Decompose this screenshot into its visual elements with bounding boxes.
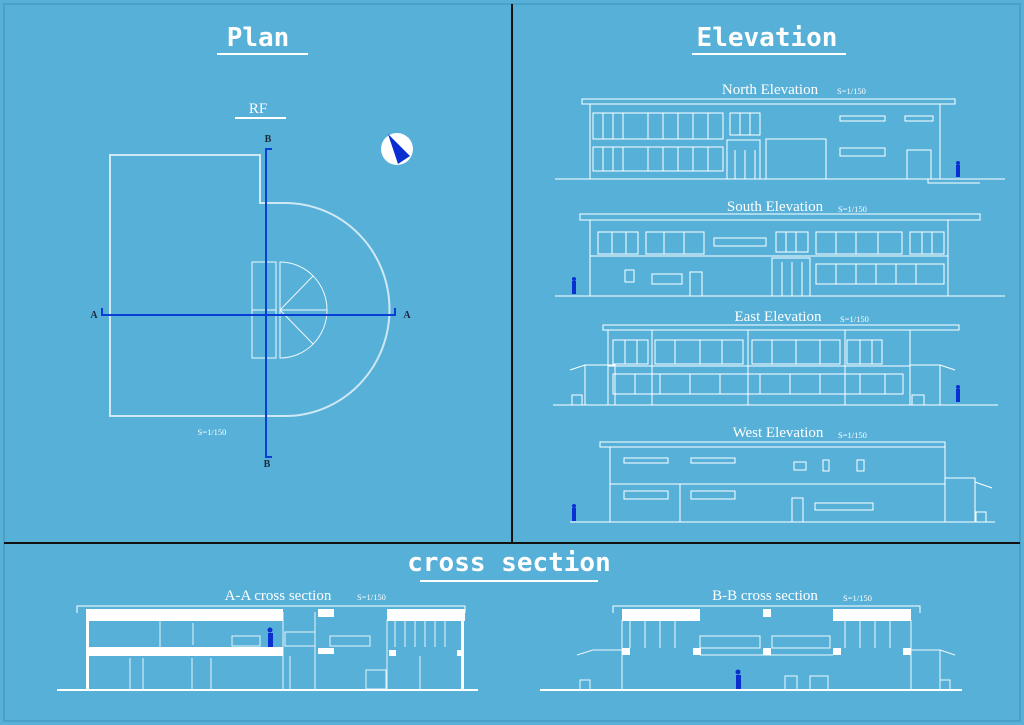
section-name: A-A cross section — [225, 588, 332, 604]
section-marker-b-top: B — [265, 134, 272, 145]
elevation-name: West Elevation — [733, 425, 824, 441]
human-figure-icon — [956, 161, 960, 177]
north-arrow-compass-icon — [381, 133, 413, 165]
human-figure-icon — [735, 669, 741, 689]
elevation-scale: S=1/150 — [838, 204, 867, 214]
elevation-name: North Elevation — [722, 82, 819, 98]
section-marker-a-right: A — [403, 310, 411, 321]
human-figure-icon — [572, 277, 576, 294]
cross-section-panel: cross section A-A cross section S=1/150 — [57, 548, 962, 691]
cross-section-title: cross section — [407, 548, 611, 578]
plan-scale: S=1/150 — [198, 427, 227, 437]
section-line-a — [101, 308, 396, 316]
plan-panel: Plan RF A A B B S=1/150 — [90, 23, 413, 470]
elevation-scale: S=1/150 — [838, 430, 867, 440]
plan-title: Plan — [227, 23, 290, 53]
east-elevation: East Elevation S=1/150 — [553, 309, 998, 406]
floor-label: RF — [249, 101, 267, 117]
elevation-name: South Elevation — [727, 199, 824, 215]
roof-outline — [109, 154, 391, 417]
elevation-panel: Elevation North Elevation S=1/150 — [553, 23, 1005, 523]
west-elevation: West Elevation S=1/150 — [570, 425, 995, 523]
a-a-cross-section: A-A cross section S=1/150 — [57, 588, 478, 691]
south-elevation: South Elevation S=1/150 — [555, 199, 1005, 297]
section-line-b — [265, 148, 272, 458]
human-figure-icon — [572, 504, 576, 521]
elevation-name: East Elevation — [734, 309, 822, 325]
elevation-scale: S=1/150 — [837, 86, 866, 96]
human-figure-icon — [267, 627, 273, 647]
section-scale: S=1/150 — [843, 593, 872, 603]
human-figure-icon — [956, 385, 960, 402]
section-scale: S=1/150 — [357, 592, 386, 602]
section-name: B-B cross section — [712, 588, 818, 604]
section-marker-a-left: A — [90, 310, 98, 321]
section-marker-b-bottom: B — [264, 459, 271, 470]
north-elevation: North Elevation S=1/150 — [555, 82, 1005, 184]
b-b-cross-section: B-B cross section S=1/150 — [540, 588, 962, 691]
elevation-title: Elevation — [697, 23, 838, 53]
elevation-scale: S=1/150 — [840, 314, 869, 324]
